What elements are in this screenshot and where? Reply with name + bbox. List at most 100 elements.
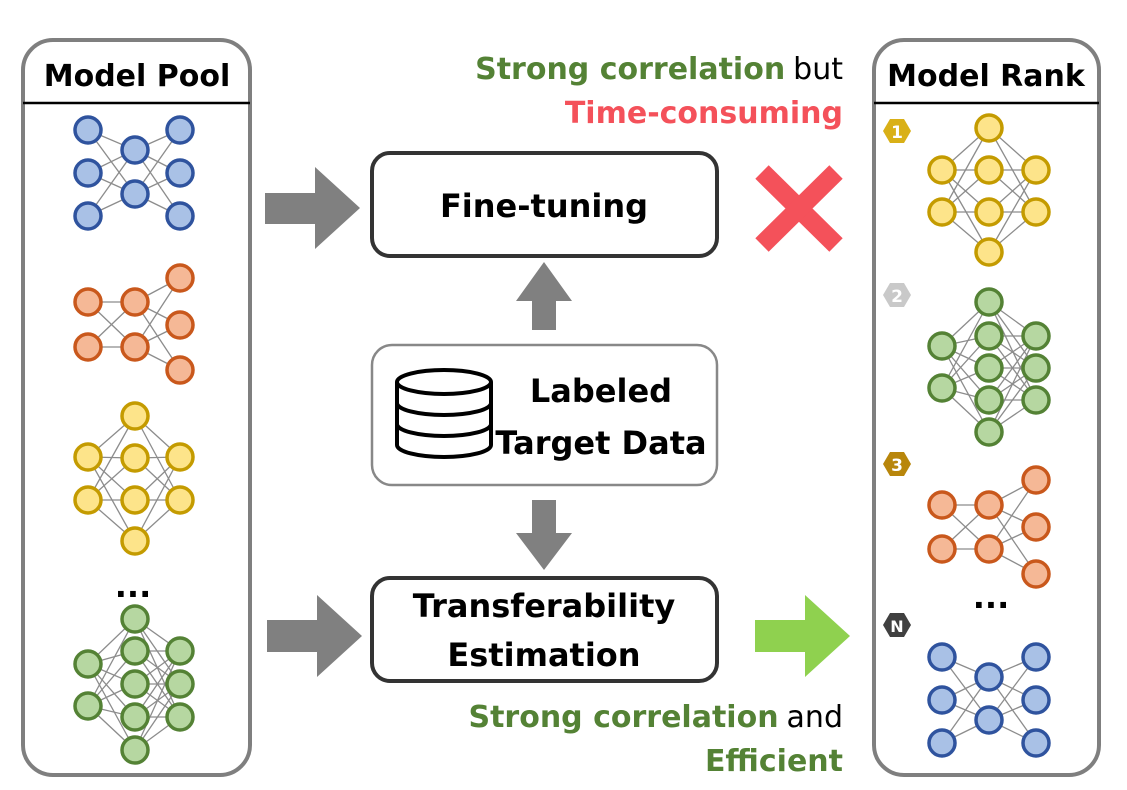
network-node (120, 401, 150, 431)
rank-badge-2: 2 (883, 283, 911, 307)
network-node (927, 331, 957, 361)
network-node (1021, 155, 1051, 185)
svg-text:1: 1 (891, 123, 903, 143)
target-data-box (370, 343, 719, 487)
network-node (120, 669, 150, 699)
network-node (927, 534, 957, 564)
network-edge (941, 345, 990, 433)
network-node (1021, 728, 1051, 758)
top-note-line2: Time-consuming (565, 96, 843, 131)
network-node (974, 287, 1004, 317)
network-node (73, 332, 103, 362)
network-node (974, 353, 1004, 383)
rank-badge-1: 1 (883, 119, 911, 143)
network-node (165, 355, 195, 385)
network-node (73, 442, 103, 472)
pool-net-blue (73, 115, 195, 231)
network-node (974, 490, 1004, 520)
network-node (73, 485, 103, 515)
network-node (120, 702, 150, 732)
model-pool-title: Model Pool (44, 59, 231, 94)
network-node (73, 115, 103, 145)
network-node (1021, 512, 1051, 542)
rank-badge-3: 3 (883, 452, 911, 476)
network-node (974, 385, 1004, 415)
network-node (73, 158, 103, 188)
network-edge (941, 127, 990, 213)
network-node (73, 691, 103, 721)
network-node (165, 115, 195, 145)
network-node (974, 155, 1004, 185)
network-node (165, 201, 195, 231)
network-edge (988, 335, 1037, 433)
network-node (1021, 385, 1051, 415)
network-node (974, 197, 1004, 227)
network-node (974, 321, 1004, 351)
rank-net-yellow (927, 113, 1051, 267)
network-node (73, 287, 103, 317)
network-node (120, 485, 150, 515)
network-node (165, 158, 195, 188)
network-node (120, 332, 150, 362)
network-node (120, 179, 150, 209)
network-node (120, 443, 150, 473)
network-node (974, 705, 1004, 735)
arrow-data-to-estimation (516, 500, 572, 570)
model-rank-ellipsis: ... (973, 578, 1009, 616)
pool-net-green (73, 604, 195, 765)
network-node (165, 485, 195, 515)
estimation-line2: Estimation (447, 636, 640, 674)
network-node (927, 490, 957, 520)
pool-net-orange (73, 263, 195, 385)
network-edge (87, 456, 136, 542)
network-nodes (73, 113, 1051, 765)
network-edge (134, 456, 181, 542)
network-node (73, 649, 103, 679)
svg-text:N: N (890, 617, 903, 636)
network-node (165, 263, 195, 293)
arrow-pool-to-finetuning (265, 167, 360, 249)
network-node (165, 669, 195, 699)
rank-net-green (927, 287, 1051, 447)
network-node (165, 636, 195, 666)
network-node (974, 417, 1004, 447)
model-pool-panel (21, 38, 252, 777)
network-node (1021, 321, 1051, 351)
arrow-pool-to-estimation (267, 595, 362, 677)
network-node (120, 735, 150, 765)
network-node (120, 604, 150, 634)
network-node (73, 201, 103, 231)
model-pool-ellipsis: ... (115, 567, 151, 605)
target-data-line2: Target Data (495, 424, 706, 462)
network-node (165, 702, 195, 732)
network-node (974, 534, 1004, 564)
svg-text:2: 2 (891, 287, 903, 307)
arrow-data-to-finetuning (516, 262, 572, 330)
network-edge (87, 618, 136, 707)
network-node (927, 642, 957, 672)
network-node (927, 373, 957, 403)
network-edge (941, 169, 990, 253)
pool-net-yellow (73, 401, 195, 556)
network-node (974, 662, 1004, 692)
network-edge (87, 415, 136, 501)
network-node (927, 197, 957, 227)
network-node (120, 135, 150, 165)
estimation-box (370, 576, 719, 683)
bottom-note-line2: Efficient (705, 744, 843, 779)
arrow-estimation-to-rank (755, 595, 850, 677)
model-rank-title: Model Rank (887, 59, 1086, 94)
network-edge (941, 301, 990, 389)
network-node (165, 442, 195, 472)
network-node (1021, 197, 1051, 227)
database-icon (395, 368, 493, 459)
network-node (927, 685, 957, 715)
network-node (120, 287, 150, 317)
network-node (1021, 465, 1051, 495)
network-node (1021, 642, 1051, 672)
estimation-line1: Transferability (413, 587, 676, 625)
target-data-line1: Labeled (530, 372, 672, 410)
